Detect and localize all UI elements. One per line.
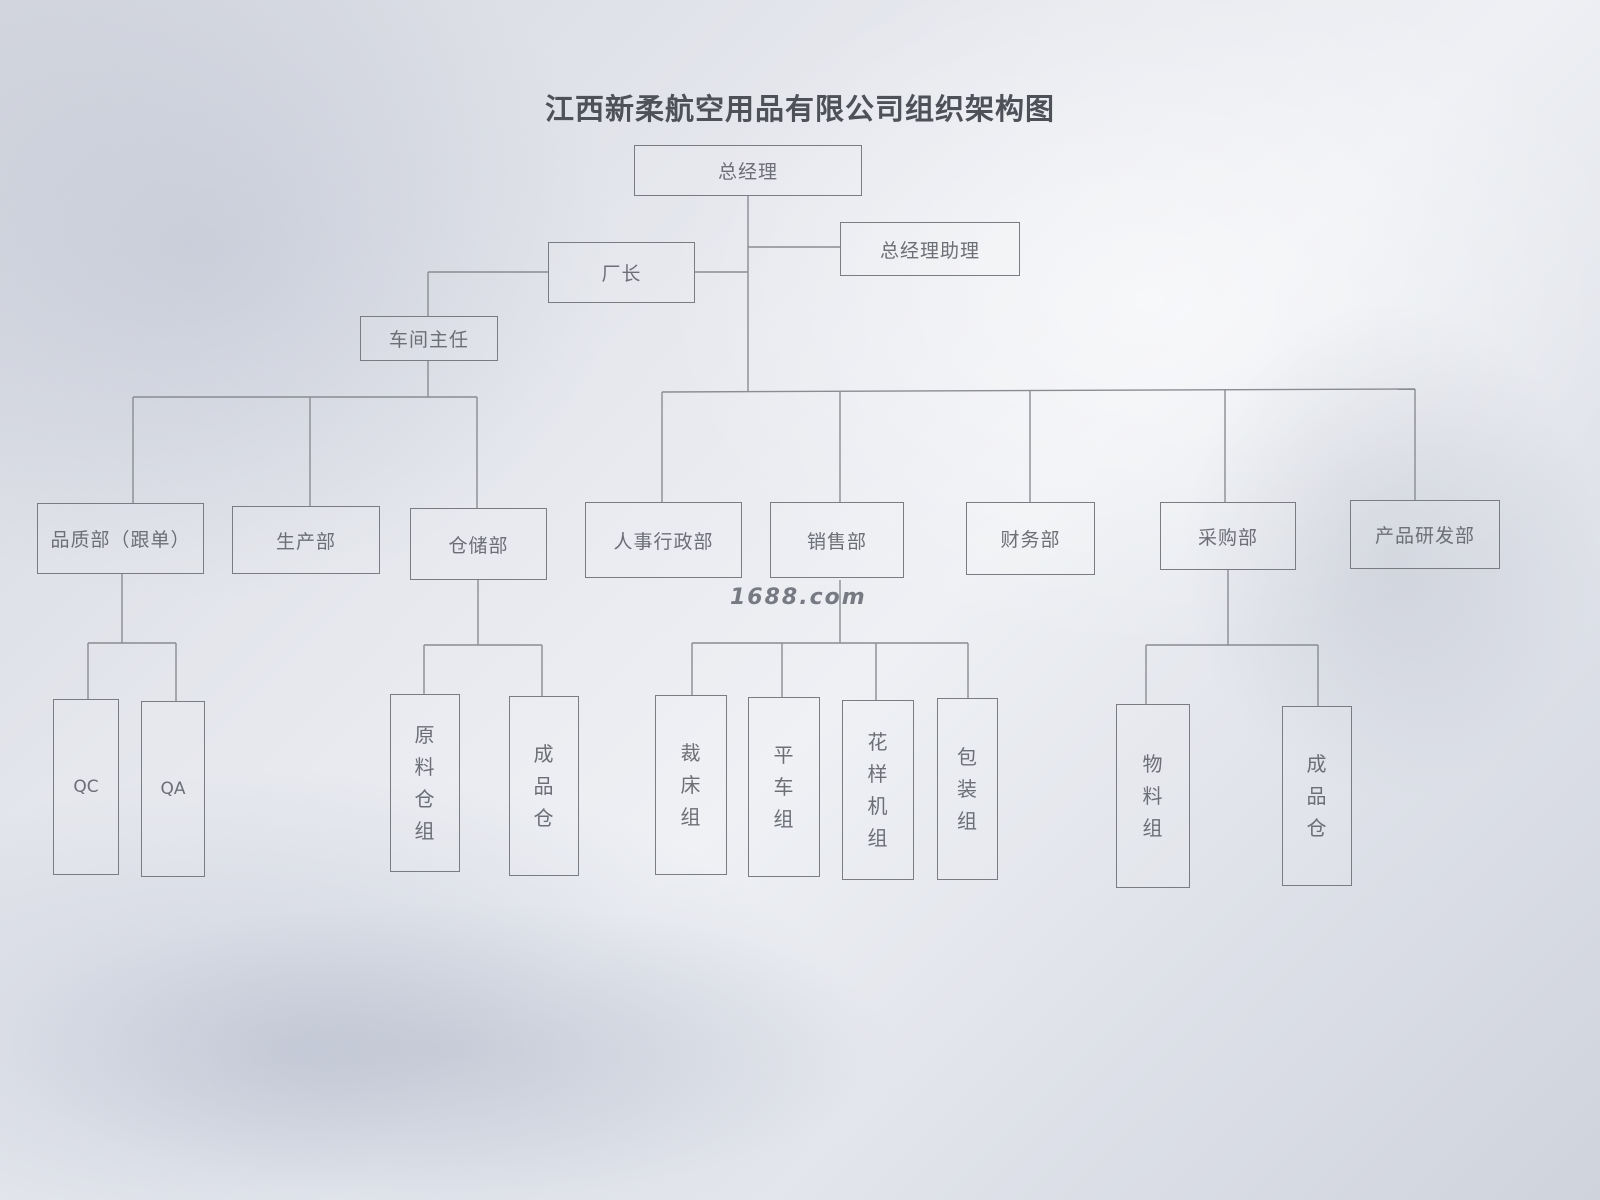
node-label: QA <box>160 779 186 799</box>
node-label-char: 料 <box>414 755 436 779</box>
node-label: 仓储部 <box>448 534 509 557</box>
node-label-char: 床 <box>680 773 702 797</box>
node-label-char: 仓 <box>1306 816 1328 840</box>
node-packing-group: 包 装 组 <box>937 698 998 880</box>
node-label-char: 成 <box>533 742 555 766</box>
node-quality-dept: 品质部（跟单） <box>37 503 204 574</box>
node-production-dept: 生产部 <box>232 506 380 574</box>
node-finished-goods-warehouse-2: 成 品 仓 <box>1282 706 1352 886</box>
node-raw-material-group: 原 料 仓 组 <box>390 694 460 872</box>
node-finished-goods-warehouse: 成 品 仓 <box>509 696 579 876</box>
node-qa: QA <box>141 701 205 877</box>
node-general-manager: 总经理 <box>634 145 862 196</box>
node-label-char: 装 <box>957 777 978 801</box>
node-material-group: 物 料 组 <box>1116 704 1190 888</box>
node-label-char: 组 <box>957 809 978 833</box>
node-pattern-machine-group: 花 样 机 组 <box>842 700 914 880</box>
node-label-char: 仓 <box>414 787 436 811</box>
connector-line <box>661 388 1416 393</box>
node-gm-assistant: 总经理助理 <box>840 222 1020 276</box>
node-label-char: 品 <box>533 774 555 798</box>
node-label-char: 成 <box>1306 752 1328 776</box>
node-label-char: 仓 <box>533 806 555 830</box>
node-label: 厂长 <box>601 263 642 285</box>
node-label-char: 原 <box>414 723 436 747</box>
node-finance-dept: 财务部 <box>966 502 1095 575</box>
node-label-char: 包 <box>957 745 978 769</box>
node-label-char: 组 <box>680 805 702 829</box>
node-label-char: 组 <box>414 819 436 843</box>
node-label-char: 裁 <box>680 741 702 765</box>
node-label-char: 花 <box>867 730 889 754</box>
node-sales-dept: 销售部 <box>770 502 904 578</box>
node-label: 车间主任 <box>388 329 469 351</box>
node-label-char: 组 <box>867 826 889 850</box>
node-workshop-director: 车间主任 <box>360 316 498 361</box>
node-label-char: 车 <box>773 775 795 799</box>
node-sewing-group: 平 车 组 <box>748 697 820 877</box>
watermark: 1688.com <box>730 585 867 610</box>
node-label: 人事行政部 <box>613 530 714 553</box>
node-cutting-group: 裁 床 组 <box>655 695 727 875</box>
node-label: 总经理助理 <box>879 239 980 262</box>
node-label: QC <box>73 777 99 797</box>
node-rd-dept: 产品研发部 <box>1350 500 1500 569</box>
node-label: 采购部 <box>1197 526 1258 549</box>
node-label: 产品研发部 <box>1374 525 1475 547</box>
node-label: 生产部 <box>275 530 336 553</box>
node-label-char: 料 <box>1142 784 1164 808</box>
node-label: 财务部 <box>1000 529 1061 551</box>
node-label-char: 样 <box>867 762 889 786</box>
node-label-char: 组 <box>773 807 795 831</box>
node-warehouse-dept: 仓储部 <box>410 508 547 580</box>
node-label: 品质部（跟单） <box>50 529 191 551</box>
chart-title: 江西新柔航空用品有限公司组织架构图 <box>544 92 1055 126</box>
node-qc: QC <box>53 699 119 875</box>
node-label: 总经理 <box>717 161 778 183</box>
node-label-char: 机 <box>867 794 889 818</box>
node-label-char: 组 <box>1142 816 1164 840</box>
node-label: 销售部 <box>806 530 867 553</box>
node-hr-admin-dept: 人事行政部 <box>585 502 742 578</box>
node-purchasing-dept: 采购部 <box>1160 502 1296 570</box>
node-label-char: 平 <box>773 743 795 767</box>
node-label-char: 品 <box>1306 784 1328 808</box>
node-factory-director: 厂长 <box>548 242 695 303</box>
node-label-char: 物 <box>1142 752 1164 776</box>
